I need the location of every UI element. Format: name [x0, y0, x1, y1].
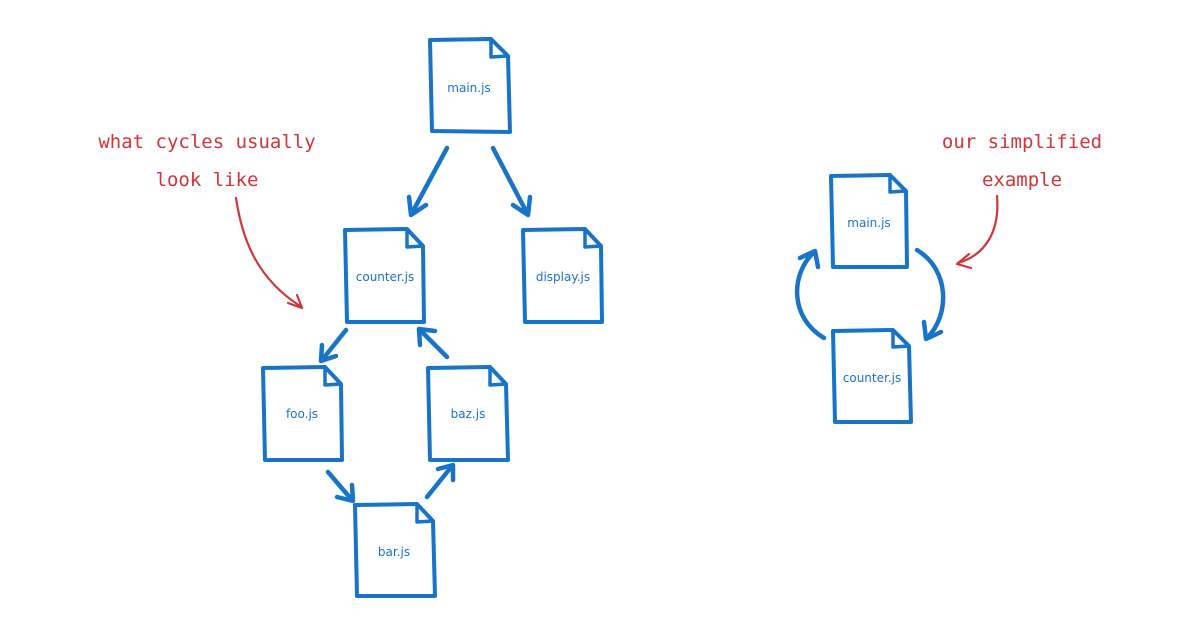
annotation-left-line2: look like: [156, 169, 259, 191]
file-node-display: display.js: [521, 227, 604, 324]
file-fold: [489, 37, 510, 59]
file-icon: [353, 502, 437, 598]
arrow-shaft: [914, 247, 946, 341]
edge-counter-foo: [318, 327, 349, 364]
edge-baz-counter: [416, 326, 450, 360]
arrow-head: [797, 248, 821, 270]
arrow-head: [435, 462, 456, 483]
annotation-right-line1: our simplified: [942, 131, 1102, 153]
arrow-shaft: [490, 145, 530, 216]
annotation-right-line2: example: [982, 169, 1062, 191]
annotation-right-arrowhead: [955, 252, 973, 270]
annotation-left: what cycles usually look like: [98, 131, 316, 310]
edge-main-counter-simple: [914, 247, 946, 342]
annotation-left-line1: what cycles usually: [98, 131, 315, 153]
arrow-head: [510, 194, 533, 218]
file-node-counter: counter.js: [343, 227, 426, 324]
arrow-head: [921, 319, 944, 342]
file-fold: [888, 173, 908, 194]
file-label-main: main.js: [447, 81, 490, 95]
file-fold: [405, 227, 425, 249]
file-icon: [426, 365, 510, 462]
arrow-head: [318, 342, 339, 364]
file-node-main-simple: main.js: [829, 173, 909, 269]
annotation-left-arrow: [234, 196, 302, 308]
arrow-shaft: [417, 327, 450, 360]
file-node-main: main.js: [428, 37, 512, 134]
edge-foo-bar: [325, 469, 356, 504]
file-icon: [829, 173, 909, 269]
edge-bar-baz: [424, 462, 456, 500]
file-fold: [488, 365, 508, 387]
file-fold: [323, 365, 343, 387]
arrow-head: [334, 482, 356, 504]
arrow-head: [406, 194, 429, 218]
file-node-counter-simple: counter.js: [831, 328, 913, 424]
file-icon: [261, 365, 344, 462]
file-fold: [583, 227, 603, 249]
file-label-bar: bar.js: [378, 545, 410, 559]
arrow-shaft: [424, 463, 455, 500]
annotation-right-arrow: [956, 194, 999, 265]
file-fold: [415, 502, 435, 524]
file-node-baz: baz.js: [426, 365, 510, 462]
file-label-foo: foo.js: [286, 407, 318, 421]
arrow-shaft: [325, 469, 355, 503]
annotation-right: our simplified example: [942, 131, 1102, 270]
file-label-main-simple: main.js: [847, 216, 890, 230]
file-icon: [521, 227, 604, 324]
file-label-counter: counter.js: [356, 270, 414, 284]
file-label-display: display.js: [536, 270, 590, 284]
right-diagram: main.js counter.js our simplified exampl…: [794, 131, 1102, 424]
edge-counter-main-simple: [794, 248, 827, 341]
edge-main-display: [490, 145, 533, 218]
arrow-shaft: [409, 145, 450, 216]
file-fold: [891, 328, 911, 349]
file-icon: [428, 37, 512, 134]
annotation-left-arrowhead: [286, 293, 304, 310]
file-label-baz: baz.js: [451, 407, 486, 421]
edge-main-counter: [406, 145, 450, 218]
arrow-head: [416, 326, 438, 348]
file-label-counter-simple: counter.js: [843, 371, 901, 385]
arrow-shaft: [319, 327, 349, 363]
file-icon: [343, 227, 426, 324]
left-diagram: main.js counter.js display.js foo.js baz…: [98, 37, 604, 598]
arrow-shaft: [794, 249, 827, 341]
file-node-bar: bar.js: [353, 502, 437, 598]
file-node-foo: foo.js: [261, 365, 344, 462]
file-icon: [831, 328, 913, 424]
